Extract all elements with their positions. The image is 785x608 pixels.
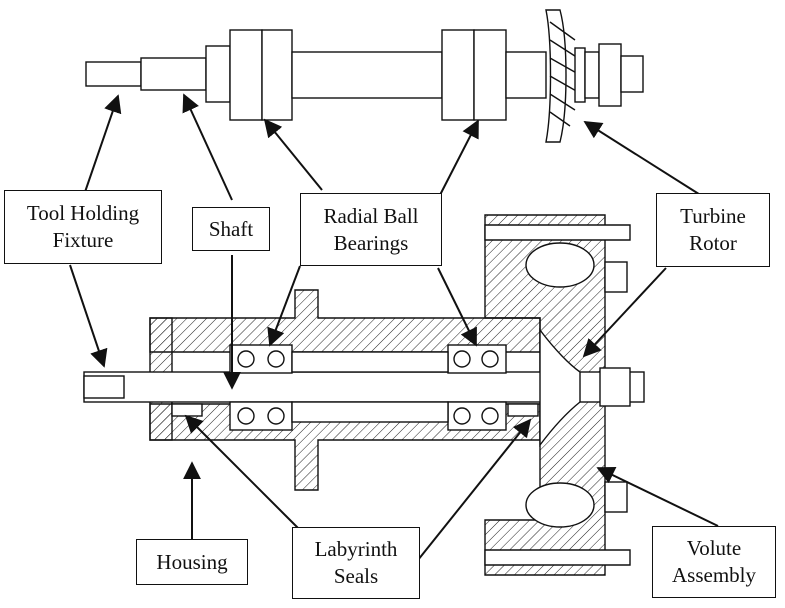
exploded-shaft-assembly [85, 9, 644, 143]
sectioned-assembly [83, 214, 645, 576]
label-shaft: Shaft [192, 207, 270, 251]
leader-arrows [69, 93, 719, 561]
label-housing: Housing [136, 539, 248, 585]
